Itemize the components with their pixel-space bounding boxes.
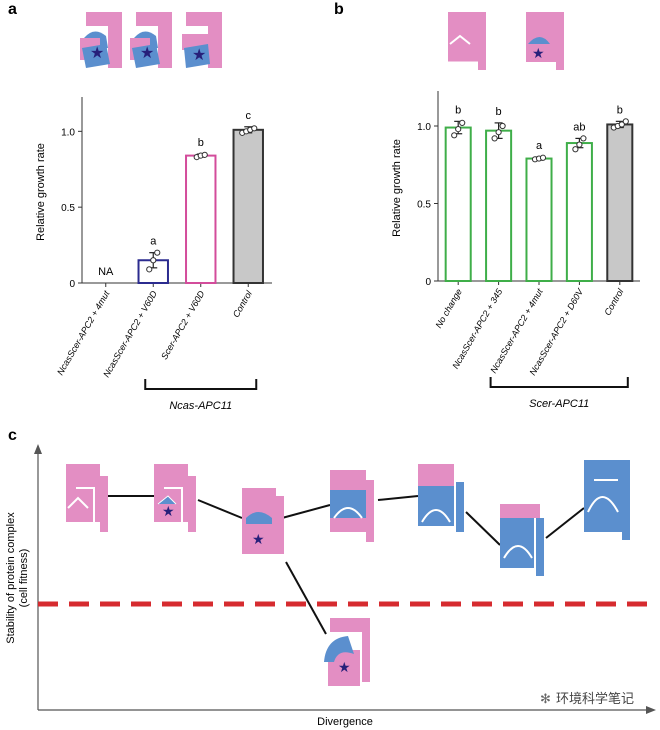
bar — [444, 126, 472, 282]
significance-letter: b — [455, 104, 461, 116]
panel-c-ylabel-line1: Stability of protein complex — [5, 512, 17, 644]
path-segment — [281, 504, 331, 519]
bracket-b-label: Scer-APC11 — [529, 398, 589, 410]
complex-icon-4 — [330, 470, 374, 542]
significance-letter: b — [496, 106, 502, 118]
significance-letter: a — [150, 236, 157, 248]
panel-c-ylabel-line2: (cell fitness) — [18, 549, 30, 608]
x-tick-label: Control — [231, 288, 255, 319]
path-segment — [545, 507, 585, 539]
complex-icon-bound: ★ — [80, 12, 122, 68]
path-segment — [377, 495, 419, 501]
significance-letter: NA — [98, 266, 114, 278]
significance-letter: a — [536, 140, 543, 152]
bar — [485, 129, 513, 282]
y-axis-arrow — [34, 444, 42, 454]
x-tick-label: No change — [433, 287, 463, 330]
data-point — [539, 154, 547, 161]
complex-icon-3: ★ — [242, 488, 284, 554]
panel-b-letter: b — [334, 1, 344, 18]
panel-a-complex-icons: ★ ★ ★ — [80, 12, 222, 68]
path-segment — [465, 511, 501, 546]
y-tick-label: 0.5 — [417, 200, 431, 211]
y-tick-label: 0 — [425, 277, 431, 288]
data-point — [150, 257, 157, 264]
y-axis-label: Relative growth rate — [35, 143, 47, 241]
significance-letter: c — [246, 110, 252, 122]
svg-text:★: ★ — [90, 45, 104, 62]
complex-icon-bound: ★ — [182, 12, 222, 68]
data-point — [146, 266, 153, 273]
data-point — [618, 121, 625, 128]
bracket-a-line — [144, 379, 258, 390]
x-tick-label: Scer-APC2 + V60D — [159, 289, 207, 362]
bar — [606, 123, 634, 282]
bar — [232, 128, 264, 284]
panel-c: Stability of protein complex (cell fitne… — [5, 444, 656, 728]
data-point — [499, 122, 506, 130]
panel-c-letter: c — [8, 427, 17, 444]
divergence-path-lines — [108, 495, 585, 635]
bar — [185, 154, 217, 285]
path-segment — [197, 499, 243, 519]
data-point — [154, 249, 161, 256]
complex-icon-2: ★ — [154, 464, 196, 532]
bracket-b: Scer-APC11 — [489, 377, 629, 410]
data-point — [491, 135, 498, 142]
data-point — [576, 141, 583, 148]
path-segment-branch — [285, 561, 327, 635]
complex-icon-5 — [418, 464, 464, 532]
complex-icon-unstable: ★ — [324, 618, 370, 686]
svg-text:★: ★ — [162, 503, 175, 519]
data-point — [572, 146, 579, 153]
complex-icon-empty — [448, 12, 486, 70]
complex-icon-star: ★ — [526, 12, 564, 70]
x-axis-arrow — [646, 706, 656, 714]
y-tick-label: 0 — [69, 279, 75, 290]
complex-icon-1 — [66, 464, 108, 532]
svg-text:★: ★ — [338, 659, 351, 675]
panel-b-complex-icons: ★ — [448, 12, 564, 70]
bracket-a: Ncas-APC11 — [144, 379, 258, 412]
data-point — [451, 132, 458, 139]
significance-letter: ab — [573, 121, 585, 133]
significance-letter: b — [617, 104, 623, 116]
data-point — [455, 126, 462, 133]
y-tick-label: 1.0 — [417, 122, 431, 133]
complex-icon-7 — [584, 460, 630, 540]
bracket-b-line — [489, 377, 629, 388]
data-point — [459, 119, 466, 127]
x-tick-label: NcasScer-APC2 + 4mut — [55, 289, 112, 377]
bracket-a-label: Ncas-APC11 — [169, 400, 232, 412]
y-tick-label: 1.0 — [61, 127, 75, 138]
significance-letter: b — [198, 137, 204, 149]
svg-text:★: ★ — [252, 531, 265, 547]
data-point — [580, 135, 587, 142]
y-tick-label: 0.5 — [61, 203, 75, 214]
watermark-icon: ✻ — [540, 691, 551, 706]
svg-text:★: ★ — [140, 45, 154, 62]
data-point — [251, 125, 258, 132]
svg-text:★: ★ — [532, 45, 545, 61]
data-point — [495, 129, 502, 136]
panel-c-xlabel: Divergence — [317, 716, 373, 728]
svg-text:★: ★ — [192, 47, 206, 64]
watermark-text: 环境科学笔记 — [556, 691, 634, 706]
bar — [565, 142, 593, 282]
x-tick-label: NcasScer-APC2 + V60D — [101, 289, 159, 379]
y-axis-label: Relative growth rate — [391, 139, 403, 237]
data-point — [201, 151, 208, 158]
complex-icon-6 — [500, 504, 544, 576]
complex-icon-bound: ★ — [130, 12, 172, 68]
watermark: ✻ 环境科学笔记 — [540, 691, 634, 706]
bar — [525, 157, 553, 282]
data-point — [622, 118, 629, 125]
panel-a-letter: a — [8, 1, 17, 18]
x-tick-label: Control — [602, 286, 626, 317]
